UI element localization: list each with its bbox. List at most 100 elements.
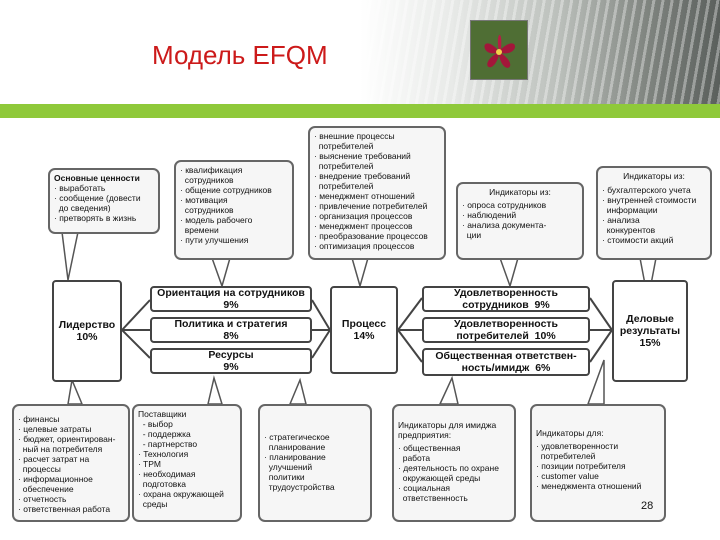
- note-line: · позиции потребителя: [536, 461, 626, 471]
- note-line: · организация процессов: [314, 211, 413, 221]
- suppliers-note: Поставщики - выбор - поддержка - партнер…: [132, 404, 242, 522]
- criterion-label: Удовлетворенность: [453, 318, 559, 330]
- note-line: работа: [398, 453, 431, 463]
- people-orientation-box: Ориентация на сотрудников 9%: [150, 286, 312, 312]
- note-line: времени: [180, 225, 219, 235]
- note-line: политики: [264, 472, 305, 482]
- note-line: ответственность: [398, 493, 468, 503]
- finance-note: · финансы · целевые затраты · бюджет, ор…: [12, 404, 130, 522]
- note-line: · модель рабочего: [180, 215, 253, 225]
- note-line: сотрудников: [180, 205, 234, 215]
- criterion-weight: сотрудников 9%: [462, 299, 550, 311]
- criterion-label: Политика и стратегия: [174, 318, 288, 330]
- note-line: · Технология: [138, 449, 189, 459]
- customer-satisfaction-box: Удовлетворенность потребителей 10%: [422, 317, 590, 343]
- note-line: · бухгалтерского учета: [602, 185, 691, 195]
- people-factors-note: · квалификация сотрудников · общение сот…: [174, 160, 294, 260]
- note-line: - партнерство: [138, 439, 198, 449]
- indicators-title: Индикаторы из:: [489, 187, 551, 197]
- note-line: потребителей: [314, 181, 374, 191]
- note-line: потребителей: [536, 451, 596, 461]
- note-line: · TPM: [138, 459, 161, 469]
- note-line: · финансы: [18, 414, 60, 424]
- note-line: · социальная: [398, 483, 451, 493]
- criterion-weight: 15%: [639, 337, 661, 349]
- note-line: · расчет затрат на: [18, 454, 90, 464]
- note-line: · планирование: [264, 452, 326, 462]
- indicators-people-note: Индикаторы из: · опроса сотрудников · на…: [456, 182, 584, 260]
- note-line: · менеджмент процессов: [314, 221, 413, 231]
- note-line: · целевые затраты: [18, 424, 92, 434]
- note-line: сотрудников: [180, 175, 234, 185]
- note-line: · наблюдений: [462, 210, 517, 220]
- note-line: · внутренней стоимости: [602, 195, 697, 205]
- criterion-weight: 9%: [223, 299, 239, 311]
- note-line: · бюджет, ориентирован-: [18, 434, 116, 444]
- note-line: · менеджмента отношений: [536, 481, 642, 491]
- process-factors-note: · внешние процессы потребителей · выясне…: [308, 126, 446, 260]
- note-line: · необходимая: [138, 469, 196, 479]
- note-line: · внешние процессы: [314, 131, 395, 141]
- note-line: · сообщение (довести: [54, 193, 141, 203]
- note-line: окружающей среды: [398, 473, 481, 483]
- note-line: · общение сотрудников: [180, 185, 272, 195]
- note-line: улучшений: [264, 462, 313, 472]
- note-line: ный на потребителя: [18, 444, 103, 454]
- criterion-label: Лидерство: [58, 319, 116, 331]
- business-results-box: Деловые результаты 15%: [612, 280, 688, 382]
- note-line: · информационное: [18, 474, 93, 484]
- note-line: · деятельность по охране: [398, 463, 499, 473]
- criterion-label: результаты: [619, 325, 681, 337]
- process-box: Процесс 14%: [330, 286, 398, 374]
- note-line: обеспечение: [18, 484, 74, 494]
- note-line: · квалификация: [180, 165, 243, 175]
- note-line: · ответственная работа: [18, 504, 111, 514]
- society-results-box: Общественная ответствен- ность/имидж 6%: [422, 348, 590, 376]
- core-values-note: Основные ценности · выработать · сообщен…: [48, 168, 160, 234]
- resources-box: Ресурсы 9%: [150, 348, 312, 374]
- criterion-label: Ориентация на сотрудников: [157, 287, 305, 299]
- criterion-weight: 10%: [76, 331, 98, 343]
- criterion-weight: 8%: [223, 330, 239, 342]
- indicators-title: Индикаторы для:: [536, 428, 604, 438]
- criterion-label: Процесс: [341, 318, 387, 330]
- note-line: ции: [462, 230, 482, 240]
- note-line: · привлечение потребителей: [314, 201, 428, 211]
- note-line: · общественная: [398, 443, 461, 453]
- note-line: трудоустройства: [264, 482, 335, 492]
- criterion-label: Удовлетворенность: [453, 287, 559, 299]
- note-line: потребителей: [314, 141, 374, 151]
- criterion-weight: ность/имидж 6%: [461, 362, 551, 374]
- criterion-weight: потребителей 10%: [456, 330, 556, 342]
- note-line: · стоимости акций: [602, 235, 674, 245]
- note-line: конкурентов: [602, 225, 656, 235]
- note-line: · пути улучшения: [180, 235, 249, 245]
- note-line: · анализа: [602, 215, 640, 225]
- core-values-title: Основные ценности: [54, 173, 140, 183]
- accent-bar: [0, 104, 720, 118]
- criterion-label: Ресурсы: [208, 349, 254, 361]
- note-line: · выяснение требований: [314, 151, 411, 161]
- people-satisfaction-box: Удовлетворенность сотрудников 9%: [422, 286, 590, 312]
- note-line: · анализа документа-: [462, 220, 547, 230]
- note-line: · преобразование процессов: [314, 231, 428, 241]
- note-line: до сведения): [54, 203, 111, 213]
- suppliers-title: Поставщики: [138, 409, 187, 419]
- note-line: · мотивация: [180, 195, 228, 205]
- page-title: Модель EFQM: [152, 40, 328, 70]
- criterion-weight: 14%: [353, 330, 375, 342]
- indicators-results-note: Индикаторы из: · бухгалтерского учета · …: [596, 166, 712, 260]
- note-line: · охрана окружающей: [138, 489, 224, 499]
- note-line: · удовлетворенности: [536, 441, 619, 451]
- note-line: · опроса сотрудников: [462, 200, 547, 210]
- indicators-title: предприятия:: [398, 430, 452, 440]
- note-line: · оптимизация процессов: [314, 241, 415, 251]
- policy-strategy-box: Политика и стратегия 8%: [150, 317, 312, 343]
- note-line: · customer value: [536, 471, 599, 481]
- note-line: · выработать: [54, 183, 106, 193]
- note-line: · внедрение требований: [314, 171, 411, 181]
- note-line: · менеджмент отношений: [314, 191, 415, 201]
- slide-header: [0, 0, 720, 110]
- criterion-label: Деловые: [626, 313, 674, 325]
- criterion-label: Общественная ответствен-: [435, 350, 577, 362]
